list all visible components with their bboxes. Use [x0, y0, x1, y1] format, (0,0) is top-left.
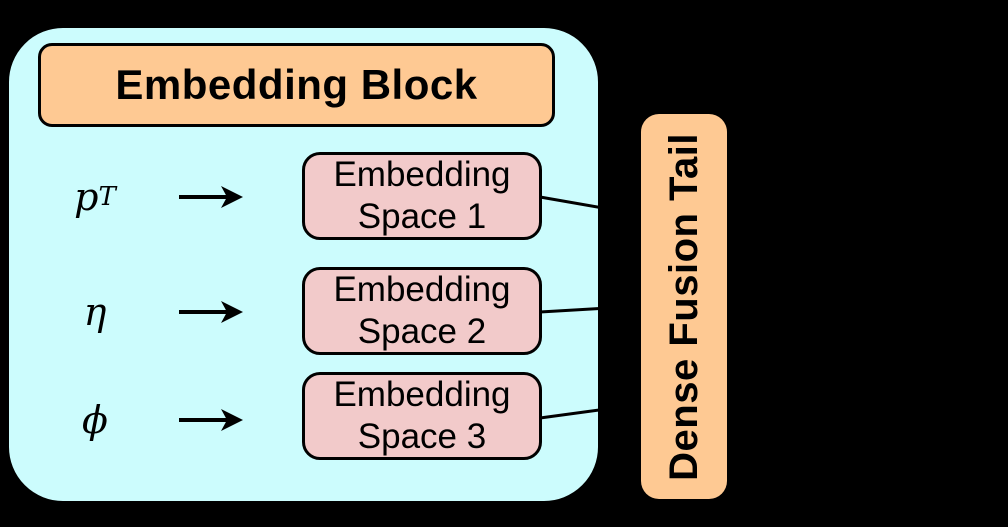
input-label-eta-text: η: [83, 290, 107, 334]
embedding-space-3-box: Embedding Space 3: [302, 372, 542, 460]
dense-fusion-tail-label: Dense Fusion Tail: [661, 132, 706, 481]
input-label-eta: η: [58, 284, 132, 340]
embedding-block-title: Embedding Block: [38, 43, 555, 127]
embedding-space-3-line1: Embedding: [333, 375, 511, 414]
input-label-phi-text: ϕ: [82, 398, 108, 442]
input-label-pt-text: p: [74, 175, 99, 219]
arrow-right-icon: [179, 409, 243, 431]
embedding-space-1-line1: Embedding: [333, 155, 511, 194]
arrow-right-icon: [179, 186, 243, 208]
embedding-space-1-box: Embedding Space 1: [302, 152, 542, 240]
dense-fusion-tail-box: Dense Fusion Tail: [641, 114, 727, 499]
embedding-space-3-line2: Space 3: [357, 417, 487, 456]
embedding-space-2-line2: Space 2: [357, 312, 487, 351]
input-label-phi: ϕ: [58, 392, 132, 448]
embedding-space-1-line2: Space 1: [357, 197, 487, 236]
embedding-space-2-box: Embedding Space 2: [302, 267, 542, 355]
embedding-space-2-line1: Embedding: [333, 270, 511, 309]
arrow-right-icon: [179, 301, 243, 323]
